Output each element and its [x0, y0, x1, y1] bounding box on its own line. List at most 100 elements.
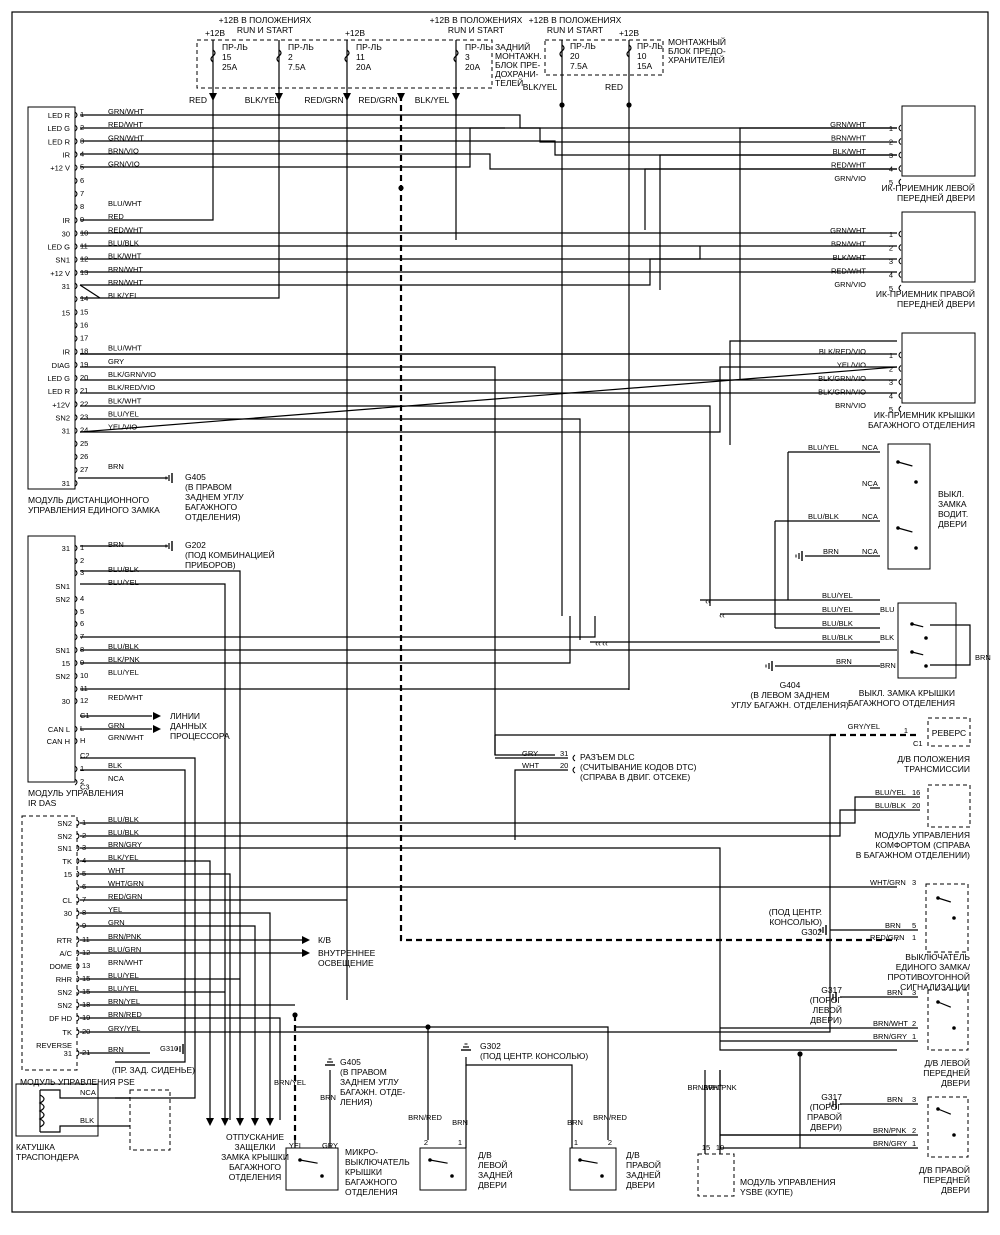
- wire: [80, 366, 897, 433]
- arrow-down-icon: [221, 1118, 229, 1126]
- pin-mark: [74, 778, 78, 786]
- wire-label: BLK/RED/VIO: [108, 383, 155, 392]
- wire-label: BLK/YEL: [523, 82, 558, 92]
- ground-icon: [795, 551, 803, 561]
- pin-mark: [74, 243, 78, 250]
- fuse-block-label: ДОХРАНИ-: [495, 69, 539, 79]
- rear-left-door-switch: [419, 1147, 467, 1191]
- wire-dashed: [399, 95, 897, 942]
- receiver-pin: 3: [889, 151, 893, 160]
- door-label: ДВЕРИ: [478, 1180, 507, 1190]
- module-pin-number: 6: [82, 882, 86, 891]
- connector-label: C1: [913, 739, 923, 748]
- wire-label: RED: [189, 95, 207, 105]
- switch-blade: [897, 461, 913, 467]
- module-pin-number: 5: [80, 607, 84, 616]
- coil-icon: [38, 1094, 45, 1128]
- door-label: Д/В ЛЕВОЙ: [924, 1057, 970, 1068]
- module-pin-number: H: [80, 736, 85, 745]
- pin-mark: [74, 440, 78, 448]
- comfort-module: [927, 784, 971, 828]
- pin-label: 31: [560, 749, 568, 758]
- module-pin-number: C3: [80, 782, 90, 791]
- module-pin-number: 5: [82, 869, 86, 878]
- fuse-name: ПР-ЛЬ: [637, 41, 663, 51]
- module-pin-signal: 31: [62, 282, 70, 291]
- module-pin-number: 12: [80, 255, 88, 264]
- pin-mark: [572, 754, 576, 762]
- pin-mark: [76, 1014, 80, 1022]
- module-pin-number: 27: [80, 465, 88, 474]
- pin-mark: [898, 165, 902, 172]
- pin-label: YEL: [289, 1141, 303, 1150]
- wire-label: BRN: [108, 1045, 124, 1054]
- pin-mark: [76, 1028, 80, 1036]
- pin-mark: [76, 819, 80, 827]
- pin-mark: [898, 257, 902, 265]
- switch-label: ДВЕРИ: [938, 519, 967, 529]
- fuse-number: 2: [288, 52, 293, 62]
- data-lines-label: ПРОЦЕССОРА: [170, 731, 230, 741]
- module-pin-signal: REVERSE: [36, 1041, 72, 1050]
- pin-mark: [74, 765, 78, 773]
- contact: [914, 546, 918, 550]
- ir-receiver: [901, 332, 976, 404]
- pin-mark: [74, 453, 78, 461]
- arrow-down-icon: [266, 1118, 274, 1126]
- pin-mark: [74, 414, 78, 421]
- wire: [80, 405, 711, 606]
- wire-label: YEL/VIO: [837, 361, 866, 370]
- wire-label: BRN/WHT: [873, 1019, 908, 1028]
- wire: [80, 1017, 281, 1120]
- door-label: ЗАДНЕЙ: [626, 1169, 661, 1180]
- ground-icon: [176, 1044, 184, 1054]
- wire-label: GRN/VIO: [108, 160, 140, 169]
- wire: [80, 912, 271, 1120]
- receiver-pin: 4: [889, 165, 893, 174]
- ground-label: G405: [340, 1057, 361, 1067]
- arrow-icon: [153, 725, 161, 733]
- fuse-label: +12В: [345, 28, 365, 38]
- switch-icon: [896, 526, 918, 550]
- wire: [80, 769, 186, 1063]
- ground-label: G202: [185, 540, 206, 550]
- wire-label: YEL/VIO: [108, 423, 137, 432]
- ground-icon: [819, 925, 827, 935]
- wire: [80, 860, 211, 1120]
- module-pin-number: 15: [82, 987, 90, 996]
- contact-label: NCA: [862, 479, 878, 488]
- fuse-amp: 15A: [637, 61, 652, 71]
- wire: [80, 366, 496, 755]
- pin-mark: [74, 137, 78, 145]
- switch-blade: [911, 623, 924, 628]
- fuse-number: 15: [222, 52, 232, 62]
- pin-mark: [74, 216, 78, 224]
- wire-label: BLU/BLK: [108, 565, 139, 574]
- wire-label: BLU/WHT: [108, 199, 142, 208]
- wire: [295, 1026, 609, 1140]
- wire-label: BRN: [885, 921, 901, 930]
- diagram-frame: [11, 11, 989, 1213]
- connector-mark: ‹‹: [705, 596, 711, 606]
- module-pin-number: 19: [80, 360, 88, 369]
- micro-switch-label: БАГАЖНОГО: [345, 1177, 397, 1187]
- pin-label: 2: [424, 1138, 428, 1147]
- splice-dot: [626, 102, 632, 108]
- release-label: ОТДЕЛЕНИЯ: [229, 1172, 282, 1182]
- wire-label: BRN/RED: [593, 1113, 627, 1122]
- fuse-block-label: ЗАДНИЙ: [495, 41, 530, 52]
- pin-label: 10: [716, 1143, 724, 1152]
- fuse-amp: 7.5A: [570, 61, 588, 71]
- module-pin-signal: 15: [62, 308, 70, 317]
- module-pin-signal: SN1: [55, 582, 70, 591]
- wire-label: BRN/VIO: [835, 401, 866, 410]
- fuse-block-label: МОНТАЖН.: [495, 51, 542, 61]
- wire-label: BRN/RED: [408, 1113, 442, 1122]
- wire-label: BRN: [887, 1095, 903, 1104]
- wire-label: BLK/WHT: [108, 252, 142, 261]
- module-pin-number: 17: [80, 334, 88, 343]
- receiver-label: ПЕРЕДНЕЙ ДВЕРИ: [897, 298, 975, 309]
- module-pin-number: 7: [80, 189, 84, 198]
- fuse-label: RUN И START: [237, 25, 293, 35]
- module-pin-number: 22: [80, 399, 88, 408]
